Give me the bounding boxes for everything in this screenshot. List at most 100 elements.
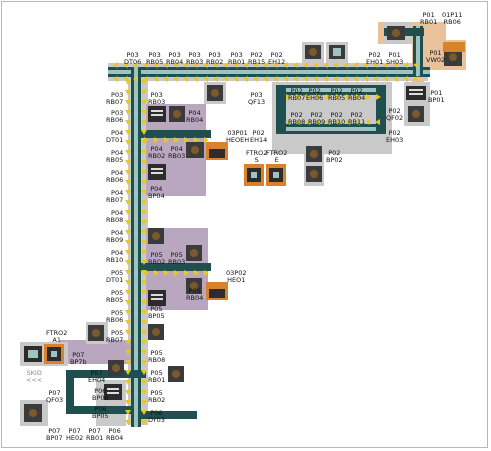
station-p04-rb03[interactable] [186,142,204,158]
label-bottom: RB02 [206,58,224,66]
direction-arrow-icon [313,76,318,82]
label-top: P02 [250,51,263,59]
label-bottom: VW02 [426,56,446,64]
station-p06-dy03[interactable] [104,384,122,400]
station-p01-vw02[interactable] [444,48,462,66]
direction-arrow-icon [343,62,348,68]
direction-arrow-icon [183,62,188,68]
station-p02-bp02[interactable] [306,146,322,182]
label-bottom: RB03 [148,98,166,106]
label-bottom: RB07 [106,98,124,106]
direction-arrow-icon [243,62,248,68]
label-bottom: QF13 [248,98,266,106]
station-p02-qf02[interactable] [408,106,424,122]
direction-arrow-icon [273,76,278,82]
direction-arrow-icon [306,94,311,100]
track-loop-left[interactable] [276,85,286,134]
label-bottom: QF03 [46,396,64,404]
station-p04-rb04[interactable] [169,106,185,122]
direction-arrow-icon [125,130,131,135]
direction-arrow-icon [125,350,131,355]
station-p02-top-b[interactable] [329,45,345,59]
station-p04-side[interactable] [148,228,164,244]
station-p04-bp04[interactable] [148,164,166,180]
label-bottom: RB10 [106,256,124,264]
direction-arrow-icon [141,110,147,115]
station-p04-rb02[interactable] [148,106,166,122]
track-branch-p04[interactable] [141,130,211,138]
track-branch-p06[interactable] [141,411,197,419]
direction-arrow-icon [173,62,178,68]
station-skid-lower[interactable] [108,360,124,376]
direction-arrow-icon [125,150,131,155]
station-p07-eh04[interactable] [88,325,104,341]
sigex-p04-card[interactable] [206,142,228,160]
station-p05-rb03[interactable] [186,245,202,261]
direction-arrow-icon [333,76,338,82]
label-top: P04 [111,169,124,177]
label-bottom: RB03 [168,258,186,266]
station-p01-rb01[interactable] [387,26,405,40]
label-top: 03P02 [226,269,247,277]
label-top: P02 [368,51,381,59]
direction-arrow-icon [141,420,147,425]
direction-arrow-icon [333,62,338,68]
direction-arrow-icon [125,420,131,425]
direction-arrow-icon [125,160,131,165]
station-p05-rb02[interactable] [148,324,164,340]
direction-arrow-icon [173,76,178,82]
track-branch-p05[interactable] [141,263,211,271]
station-p03-qf13[interactable] [207,85,223,101]
direction-arrow-icon [141,310,147,315]
label-bottom: RB01 [148,376,166,384]
station-p02-top[interactable] [305,45,321,59]
station-p05-rb04[interactable] [186,278,202,294]
station-p05-bp05[interactable] [148,290,166,306]
station-p05-rb01[interactable] [168,366,184,382]
station-p07-bp07[interactable] [24,404,42,422]
ftro2-s-card[interactable] [244,164,264,186]
sigex-p01-card[interactable] [443,42,465,52]
direction-arrow-icon [141,360,147,365]
label-top: P03 [148,51,161,59]
track-bottom-left[interactable] [66,406,132,414]
track-loop-right[interactable] [376,85,386,134]
direction-arrow-icon [125,290,131,295]
label-top: SKID [26,369,42,377]
direction-arrow-icon [355,119,360,125]
label-bottom: RB02 [148,152,166,160]
track-skid[interactable] [66,370,146,378]
direction-arrow-icon [141,130,147,135]
direction-arrow-icon [315,119,320,125]
direction-arrow-icon [143,62,148,68]
label-top: P02 [290,111,303,119]
direction-arrow-icon [125,190,131,195]
track-skid-vertical[interactable] [66,370,74,414]
label-top: P03 [230,51,243,59]
direction-arrow-icon [125,170,131,175]
ftro2-e-card[interactable] [266,164,286,186]
direction-arrow-icon [125,180,131,185]
label-top: P06 [150,409,163,417]
label-top: P02 [350,87,363,95]
label-top: P07 [48,389,61,397]
direction-arrow-icon [141,380,147,385]
label-top: P07 [48,427,61,435]
sigex-p05-card[interactable] [206,282,228,300]
station-p01-bp01[interactable] [406,86,426,100]
station-ftro2-a1[interactable] [24,346,42,362]
direction-arrow-icon [141,300,147,305]
label-top: P02 [388,107,401,115]
label-skid: SKID<<< [26,370,42,384]
ftro2-a1-card[interactable] [44,344,64,364]
